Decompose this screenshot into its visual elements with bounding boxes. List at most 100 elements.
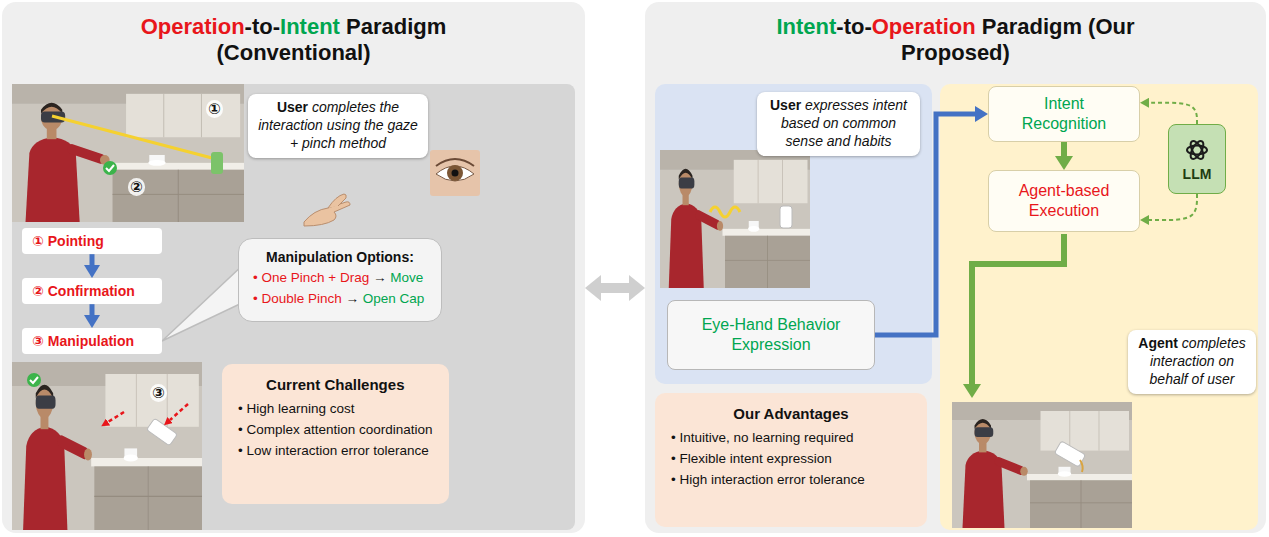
text-run: Intent [280,14,340,39]
step-label: ① Pointing [32,232,104,250]
kitchen-scene [12,84,244,222]
bullet-item: • Complex attention coordination [238,420,433,441]
pinch-hand [304,194,350,226]
text-run: • Flexible intent expression [671,451,832,466]
callout-number: ③ [150,384,167,402]
agent-callout: Agent completes interaction on behalf of… [1128,330,1256,394]
bullet-item: • Flexible intent expression [671,449,911,470]
panel-title: Intent-to-Operation Paradigm (Our Propos… [741,14,1171,66]
text-run: -to- [836,14,871,39]
check-mark [106,165,114,171]
text-run: Current Challenges [266,376,404,393]
gesture-trace [710,207,740,217]
step-label: ③ Manipulation [32,332,134,350]
bullet-item: • Low interaction error tolerance [238,441,433,462]
flow-arrow [90,254,95,265]
text-run: ② Confirmation [32,283,135,299]
flow-arrow [601,283,629,293]
text-run: Operation [141,14,245,39]
check-mark [103,161,117,175]
text-run: Operation [872,14,976,39]
step-box: ② Confirmation [22,278,162,304]
text-run: • Intuitive, no learning required [671,430,854,445]
callout-text: User completes the interaction using the… [256,99,420,153]
step-box: ① Pointing [22,228,162,254]
user-callout: User completes the interaction using the… [248,94,428,158]
text-run: ③ Manipulation [32,333,134,349]
box-heading: Current Challenges [238,374,433,395]
inner-ground [12,84,575,530]
bullet-item: • High interaction error tolerance [671,470,911,491]
text-run: Manipulation Options: [266,249,414,265]
text-run: User [770,97,801,113]
text-run: • One Pinch + Drag [253,270,369,285]
text-run: → [369,270,390,285]
text-run: Our Advantages [733,405,848,422]
text-run: Intent Recognition [1022,95,1107,132]
text-run: Agent [1138,335,1178,351]
agent-region [940,84,1258,530]
text-run: LLM [1183,166,1212,182]
process-box: Agent-based Execution [988,170,1140,232]
motion-arrow [108,412,124,422]
user-region [655,84,932,384]
step-label: ② Confirmation [32,282,135,300]
kitchen-scene [660,150,810,288]
bullet-item: • Intuitive, no learning required [671,428,911,449]
text-run: • Low interaction error tolerance [238,443,429,458]
step-box: ③ Manipulation [22,328,162,354]
behavior-box: Eye-Hand Behavior Expression [667,300,875,370]
bottle [211,152,223,174]
callout-text: User expresses intent based on common se… [765,97,912,151]
box-label: Intent Recognition [1011,94,1117,134]
llm-box: LLM [1168,124,1226,194]
panel-title: Operation-to-Intent Paradigm (Convention… [79,14,509,66]
options-heading: Manipulation Options: [253,247,427,268]
text-run: Move [390,270,423,285]
motion-arrow [170,404,188,420]
option-item: • Double Pinch → Open Cap [253,289,427,310]
flow-arrow [1149,194,1197,220]
text-run: Open Cap [363,291,425,306]
tipped-bottle [147,418,178,446]
bubble-tail [162,264,244,341]
flow-arrow [90,304,95,315]
kitchen-scene [952,402,1132,528]
paradigm-panel: Intent-to-Operation Paradigm (Our Propos… [645,2,1266,533]
options-bubble: Manipulation Options: • One Pinch + Drag … [238,238,442,322]
text-run: → [342,291,363,306]
vr-photo [12,84,244,222]
flow-arrow [1061,142,1067,156]
text-run: ① Pointing [32,233,104,249]
bullet-item: • High learning cost [238,399,433,420]
text-run: Eye-Hand Behavior Expression [702,316,841,353]
llm-label: LLM [1183,165,1212,183]
eye-picture [430,150,480,196]
challenges-box: Current Challenges • High learning cost • … [222,364,449,504]
llm-logo [1182,135,1212,165]
text-run: User [277,99,308,115]
text-run: • Complex attention coordination [238,422,433,437]
callout-number: ② [128,178,145,196]
execution-arrow [972,234,1064,384]
user-callout: User expresses intent based on common se… [757,92,920,156]
gaze-ray [52,116,212,158]
text-run: • High learning cost [238,401,355,416]
advantages-box: Our Advantages • Intuitive, no learning r… [655,393,927,527]
box-label: Agent-based Execution [1011,181,1117,221]
text-run: • Double Pinch [253,291,342,306]
vr-photo [952,402,1132,528]
paradigm-panel: Operation-to-Intent Paradigm (Convention… [2,2,585,533]
text-run: • High interaction error tolerance [671,472,865,487]
box-heading: Our Advantages [671,403,911,424]
process-box: Intent Recognition [988,86,1140,142]
check-mark [30,377,38,383]
text-run: -to- [245,14,280,39]
bottle [780,206,792,228]
text-run: Intent [776,14,836,39]
flow-arrow [1149,103,1197,124]
box-label: Eye-Hand Behavior Expression [680,315,862,355]
vr-photo [660,150,810,288]
option-item: • One Pinch + Drag → Move [253,268,427,289]
